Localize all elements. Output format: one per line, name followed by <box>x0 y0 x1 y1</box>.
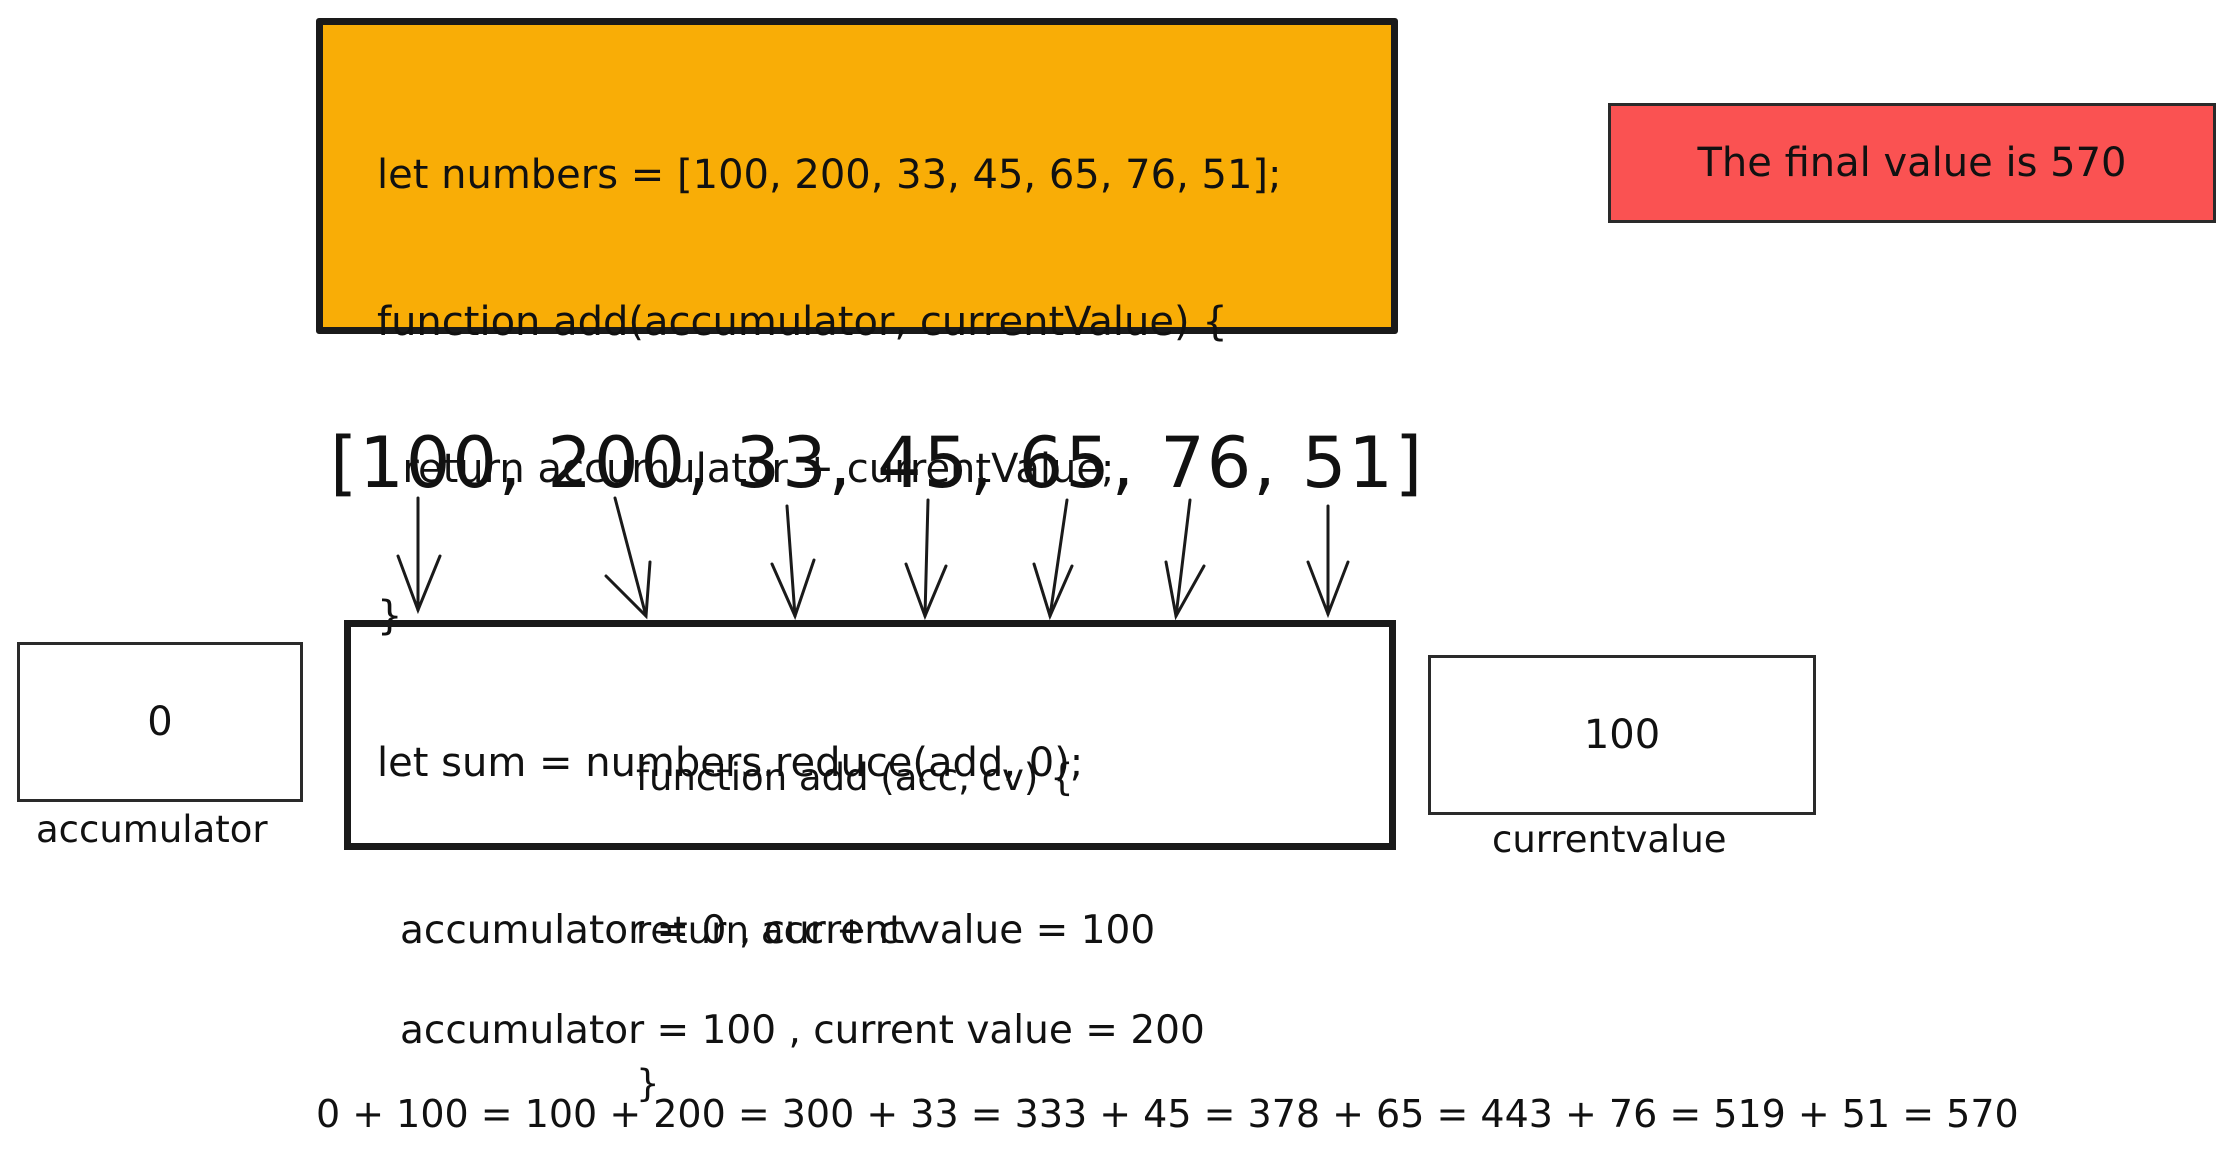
step-line-2: accumulator = 100 , current value = 200 <box>400 1008 1205 1053</box>
current-value-box: 100 <box>1428 655 1816 815</box>
function-code: function add (acc, cv) { return acc + cv… <box>636 650 1074 1160</box>
accumulator-value: 0 <box>147 699 173 745</box>
code-line-3: return accumulator + currentValue; <box>377 446 1115 492</box>
code-line-1: let numbers = [100, 200, 33, 45, 65, 76,… <box>377 152 1282 198</box>
code-snippet-box: let numbers = [100, 200, 33, 45, 65, 76,… <box>316 18 1398 786</box>
current-value-label: currentvalue <box>1492 818 1727 861</box>
final-value-text: The final value is 570 <box>1697 140 2127 186</box>
function-line-2: return acc + cv <box>636 909 922 952</box>
accumulator-box: 0 <box>17 642 303 802</box>
step-line-1: accumulator = 0 , current value = 100 <box>400 908 1156 953</box>
function-line-1: function add (acc, cv) { <box>636 756 1074 799</box>
accumulator-label: accumulator <box>36 808 268 851</box>
function-box <box>344 620 1396 850</box>
function-line-3: } <box>636 1062 660 1105</box>
current-value-value: 100 <box>1583 712 1661 758</box>
code-line-2: function add(accumulator, currentValue) … <box>377 299 1228 345</box>
array-header: [100, 200, 33, 45, 65, 76, 51] <box>330 422 1425 504</box>
code-line-5: let sum = numbers.reduce(add, 0); <box>377 740 1084 786</box>
summary-line: 0 + 100 = 100 + 200 = 300 + 33 = 333 + 4… <box>316 1092 2019 1136</box>
final-value-box: The final value is 570 <box>1608 103 2216 223</box>
